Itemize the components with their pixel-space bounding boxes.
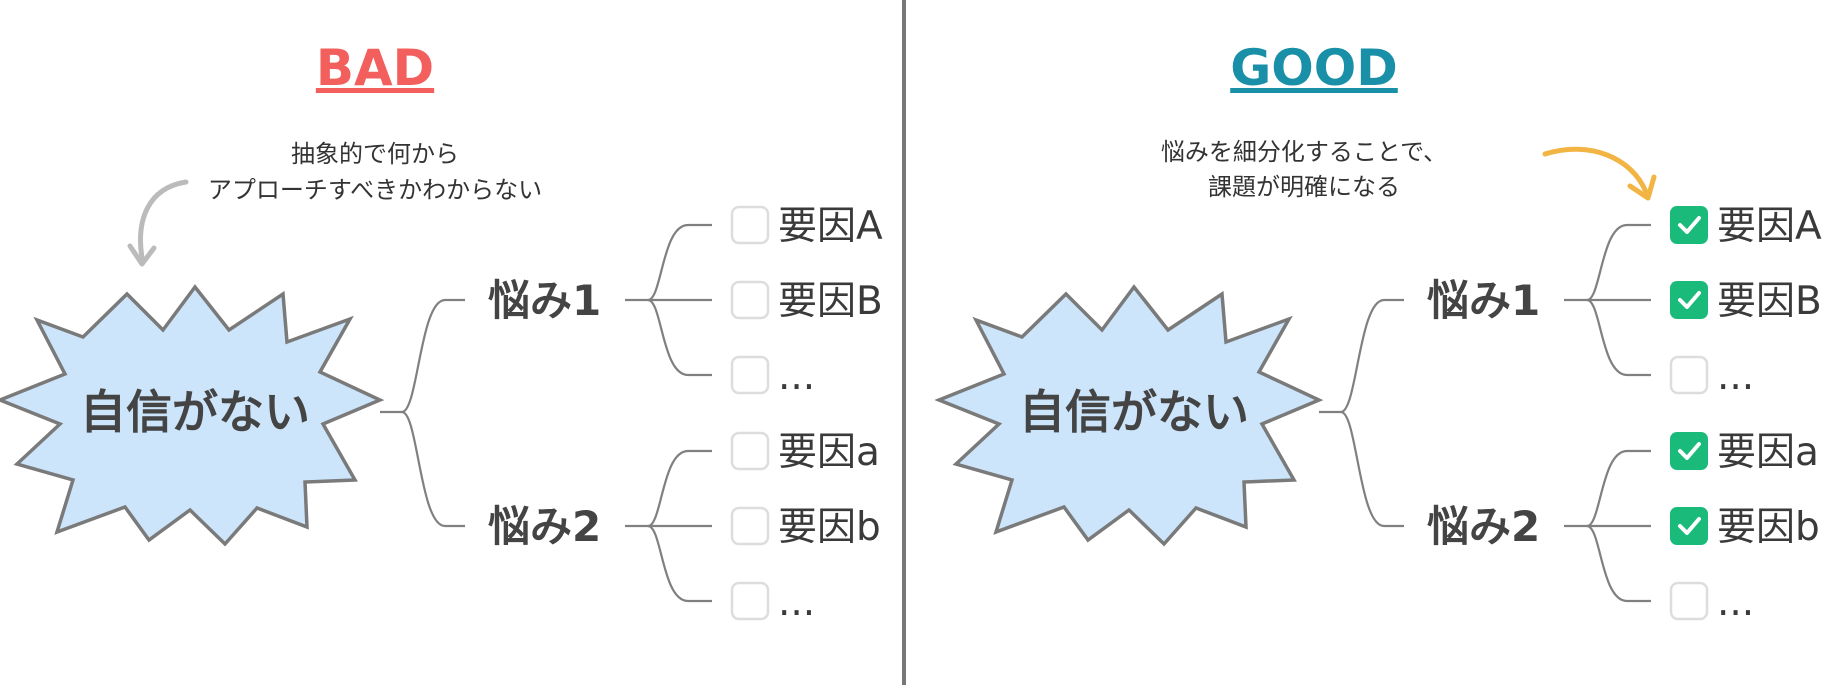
worry-label: 悩み1 bbox=[1427, 276, 1540, 325]
factor-label: ... bbox=[1717, 354, 1754, 399]
checkbox-empty[interactable] bbox=[730, 581, 770, 621]
factor-label: 要因b bbox=[1717, 505, 1820, 550]
factor-label: 要因b bbox=[778, 505, 881, 550]
central-problem-label: 自信がない bbox=[80, 385, 310, 439]
checkmark-icon bbox=[1678, 216, 1701, 234]
note-line: 悩みを細分化することで、 bbox=[1161, 138, 1447, 166]
burst-bubble bbox=[0, 284, 385, 547]
checkmark-icon bbox=[1678, 517, 1701, 535]
branch-line bbox=[1586, 449, 1651, 528]
checkbox-empty[interactable] bbox=[730, 205, 770, 245]
branch-line bbox=[401, 298, 465, 414]
factor-label: 要因B bbox=[1717, 279, 1822, 324]
note-line: 課題が明確になる bbox=[1208, 173, 1400, 201]
note-line: 抽象的で何から bbox=[291, 140, 459, 168]
burst-bubble bbox=[934, 284, 1324, 547]
arrow-head-icon bbox=[1627, 174, 1657, 201]
branch-line bbox=[647, 298, 712, 377]
checkbox-checked[interactable] bbox=[1670, 432, 1708, 470]
factor-label: ... bbox=[778, 354, 815, 399]
curved-arrow-icon bbox=[1542, 146, 1649, 195]
checkmark-icon bbox=[1678, 442, 1701, 460]
factor-label: 要因A bbox=[778, 204, 883, 249]
checkbox-empty[interactable] bbox=[730, 355, 770, 395]
checkbox-empty[interactable] bbox=[730, 431, 770, 471]
factor-label: ... bbox=[778, 580, 815, 625]
central-problem-label: 自信がない bbox=[1019, 385, 1249, 439]
factor-label: ... bbox=[1717, 580, 1754, 625]
checkbox-checked[interactable] bbox=[1670, 281, 1708, 319]
branch-line bbox=[1586, 298, 1651, 377]
branch-line bbox=[1586, 223, 1651, 302]
branch-line bbox=[1586, 524, 1651, 603]
factor-label: 要因a bbox=[778, 430, 880, 475]
bad-heading: BAD bbox=[316, 39, 434, 97]
curved-arrow-icon bbox=[138, 179, 189, 261]
factor-label: 要因A bbox=[1717, 204, 1822, 249]
branch-line bbox=[401, 410, 465, 528]
worry-label: 悩み2 bbox=[1427, 502, 1540, 551]
branch-line bbox=[647, 449, 712, 528]
checkbox-empty[interactable] bbox=[1669, 581, 1709, 621]
factor-label: 要因a bbox=[1717, 430, 1819, 475]
note-line: アプローチすべきかわからない bbox=[208, 176, 542, 204]
branch-line bbox=[647, 223, 712, 302]
factor-label: 要因B bbox=[778, 279, 883, 324]
checkbox-checked[interactable] bbox=[1670, 206, 1708, 244]
branch-line bbox=[647, 524, 712, 603]
checkbox-checked[interactable] bbox=[1670, 507, 1708, 545]
checkbox-empty[interactable] bbox=[1669, 355, 1709, 395]
arrow-head-icon bbox=[127, 243, 157, 267]
good-heading: GOOD bbox=[1230, 39, 1398, 97]
branch-line bbox=[1340, 298, 1404, 414]
branch-line bbox=[1340, 410, 1404, 528]
checkbox-empty[interactable] bbox=[730, 506, 770, 546]
worry-label: 悩み1 bbox=[488, 276, 601, 325]
checkbox-empty[interactable] bbox=[730, 280, 770, 320]
worry-label: 悩み2 bbox=[488, 502, 601, 551]
checkmark-icon bbox=[1678, 291, 1701, 309]
